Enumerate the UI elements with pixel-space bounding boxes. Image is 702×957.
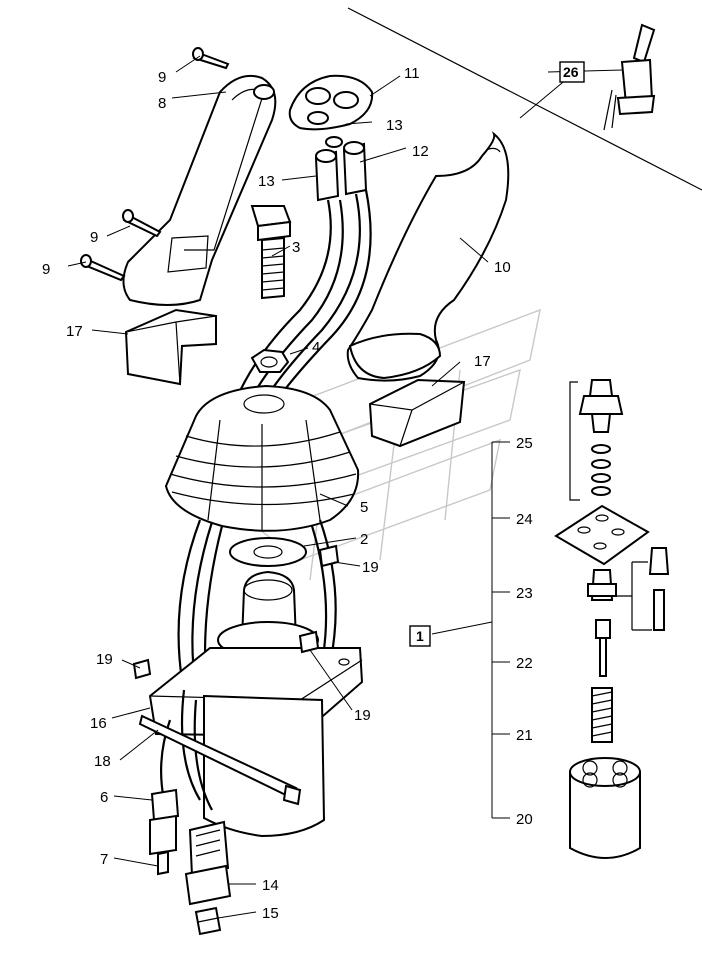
callout-label: 18 <box>94 753 111 770</box>
callout-label: 14 <box>262 877 279 894</box>
callout-label: 9 <box>158 69 166 86</box>
boxed-callout-1: 1 <box>409 625 431 647</box>
callout-label: 16 <box>90 715 107 732</box>
callout-label: 11 <box>404 65 420 82</box>
part-9-screw-top <box>192 47 230 70</box>
part-26-joystick-assembly <box>603 23 656 131</box>
boxed-callout-label: 1 <box>416 628 424 644</box>
part-15-clip <box>194 906 222 936</box>
part-5-rubber-boot <box>164 384 360 532</box>
callout-label: 24 <box>516 511 533 528</box>
part-11-button-plate <box>288 74 374 131</box>
part-24-plate <box>554 504 650 566</box>
callout-label: 4 <box>312 339 320 356</box>
part-9-screw-middle <box>122 209 162 238</box>
part-9-screw-bottom <box>80 254 126 282</box>
callout-label: 2 <box>360 531 368 548</box>
leader-lines <box>67 55 489 919</box>
part-12-13-push-buttons <box>230 136 372 417</box>
part-3-bolt <box>250 205 292 300</box>
boxed-callout-26: 26 <box>559 61 585 83</box>
callout-label: 6 <box>100 789 108 806</box>
part-22-pin <box>595 619 611 677</box>
part-20-housing <box>569 757 641 859</box>
part-21-spring <box>591 687 613 743</box>
part-2-washer <box>229 537 307 567</box>
part-4-nut <box>250 348 290 373</box>
callout-label: 20 <box>516 811 533 828</box>
part-23-guide <box>587 547 670 631</box>
part-6-7-connector <box>149 788 180 876</box>
part-17-block-left <box>124 308 217 386</box>
callout-label: 13 <box>386 117 403 134</box>
callout-label: 8 <box>158 95 166 112</box>
callout-label: 12 <box>412 143 429 160</box>
boxed-callout-label: 26 <box>563 64 579 80</box>
callout-label: 13 <box>258 173 275 190</box>
callout-label: 19 <box>354 707 371 724</box>
callout-label: 19 <box>362 559 379 576</box>
base-assembly <box>132 519 364 838</box>
part-25-plunger-kit <box>569 379 624 501</box>
callout-label: 19 <box>96 651 113 668</box>
callout-label: 23 <box>516 585 533 602</box>
callout-label: 22 <box>516 655 533 672</box>
callout-label: 15 <box>262 905 279 922</box>
callout-label: 7 <box>100 851 108 868</box>
callout-labels: 9 8 9 9 17 11 13 12 13 3 10 4 17 5 2 19 … <box>42 65 533 922</box>
callout-label: 9 <box>90 229 98 246</box>
callout-label: 3 <box>292 239 300 256</box>
callout-label: 25 <box>516 435 533 452</box>
callout-label: 9 <box>42 261 50 278</box>
part-14-connector <box>184 820 232 906</box>
callout-1-bracket <box>431 441 510 819</box>
callout-label: 10 <box>494 259 511 276</box>
part-17-block-right <box>368 378 466 448</box>
part-10-grip-half <box>346 131 510 382</box>
callout-label: 5 <box>360 499 368 516</box>
callout-label: 17 <box>66 323 83 340</box>
callout-label: 17 <box>474 353 491 370</box>
section-divider <box>347 7 702 191</box>
callout-label: 21 <box>516 727 533 744</box>
part-8-handle-shell <box>122 74 277 306</box>
